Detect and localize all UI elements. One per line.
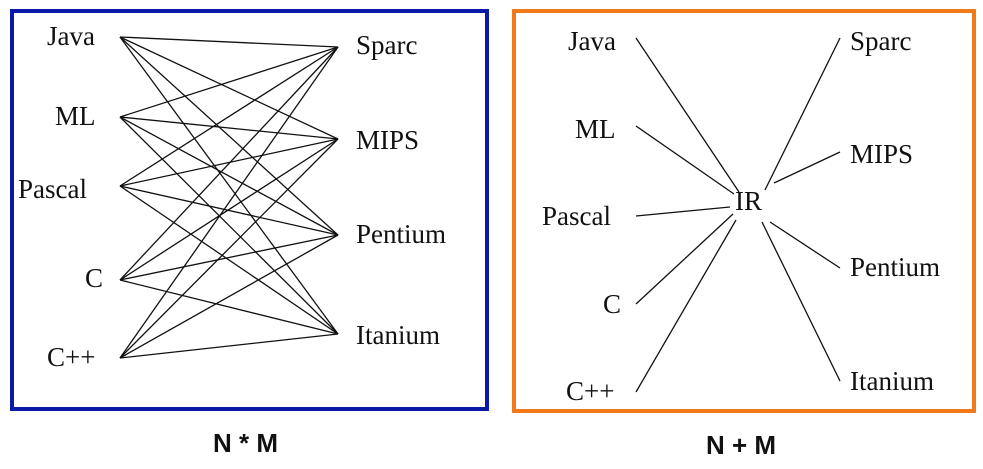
edge-java-to-itanium xyxy=(119,36,339,335)
left-source-pascal: Pascal xyxy=(18,174,87,204)
edge-c++-to-pentium xyxy=(119,234,339,359)
left-source-java: Java xyxy=(47,21,95,51)
edge-c++-to-ir xyxy=(635,219,737,393)
edge-ir-to-itanium xyxy=(761,221,841,382)
edge-ml-to-ir xyxy=(635,125,735,195)
edge-ml-to-pentium xyxy=(119,116,339,236)
edge-ir-to-pentium xyxy=(769,221,841,269)
edge-ir-to-sparc xyxy=(764,37,841,191)
edge-java-to-mips xyxy=(119,36,339,140)
edge-ml-to-mips xyxy=(119,116,339,140)
edge-pascal-to-sparc xyxy=(119,46,339,187)
right-target-itanium: Itanium xyxy=(850,366,934,396)
edge-java-to-sparc xyxy=(119,36,339,48)
edge-java-to-pentium xyxy=(119,36,339,236)
edge-c-to-ir xyxy=(635,213,734,305)
right-source-c: C xyxy=(603,289,621,319)
edge-pascal-to-ir xyxy=(635,206,731,217)
left-target-sparc: Sparc xyxy=(356,30,417,60)
edge-pascal-to-itanium xyxy=(119,185,339,335)
right-source-ml: ML xyxy=(575,114,616,144)
edge-c-to-pentium xyxy=(119,234,339,281)
right-target-mips: MIPS xyxy=(850,139,913,169)
edge-java-to-ir xyxy=(635,37,740,193)
left-target-itanium: Itanium xyxy=(356,320,440,350)
n-plus-m-panel xyxy=(512,9,976,413)
edge-ml-to-itanium xyxy=(119,116,339,335)
right-source-pascal: Pascal xyxy=(542,201,611,231)
left-connections xyxy=(119,36,339,359)
ir-hub-label: IR xyxy=(735,186,762,216)
edge-pascal-to-mips xyxy=(119,138,339,187)
left-target-pentium: Pentium xyxy=(356,219,446,249)
left-source-ml: ML xyxy=(55,101,96,131)
right-source-java: Java xyxy=(568,26,616,56)
edge-c++-to-itanium xyxy=(119,333,339,359)
edge-c++-to-mips xyxy=(119,138,339,359)
caption-n-times-m: N * M xyxy=(213,428,278,458)
caption-n-plus-m: N + M xyxy=(706,430,777,460)
edge-pascal-to-pentium xyxy=(119,185,339,236)
edge-c++-to-sparc xyxy=(119,46,339,359)
right-target-pentium: Pentium xyxy=(850,252,940,282)
edge-c-to-mips xyxy=(119,138,339,281)
edge-c-to-itanium xyxy=(119,279,339,335)
right-connections xyxy=(635,37,841,393)
edge-ir-to-mips xyxy=(773,151,841,184)
edge-ml-to-sparc xyxy=(119,46,339,118)
edge-c-to-sparc xyxy=(119,46,339,281)
right-source-cpp: C++ xyxy=(566,376,614,406)
left-target-mips: MIPS xyxy=(356,125,419,155)
left-source-c: C xyxy=(85,263,103,293)
left-source-cpp: C++ xyxy=(47,342,95,372)
right-target-sparc: Sparc xyxy=(850,26,911,56)
